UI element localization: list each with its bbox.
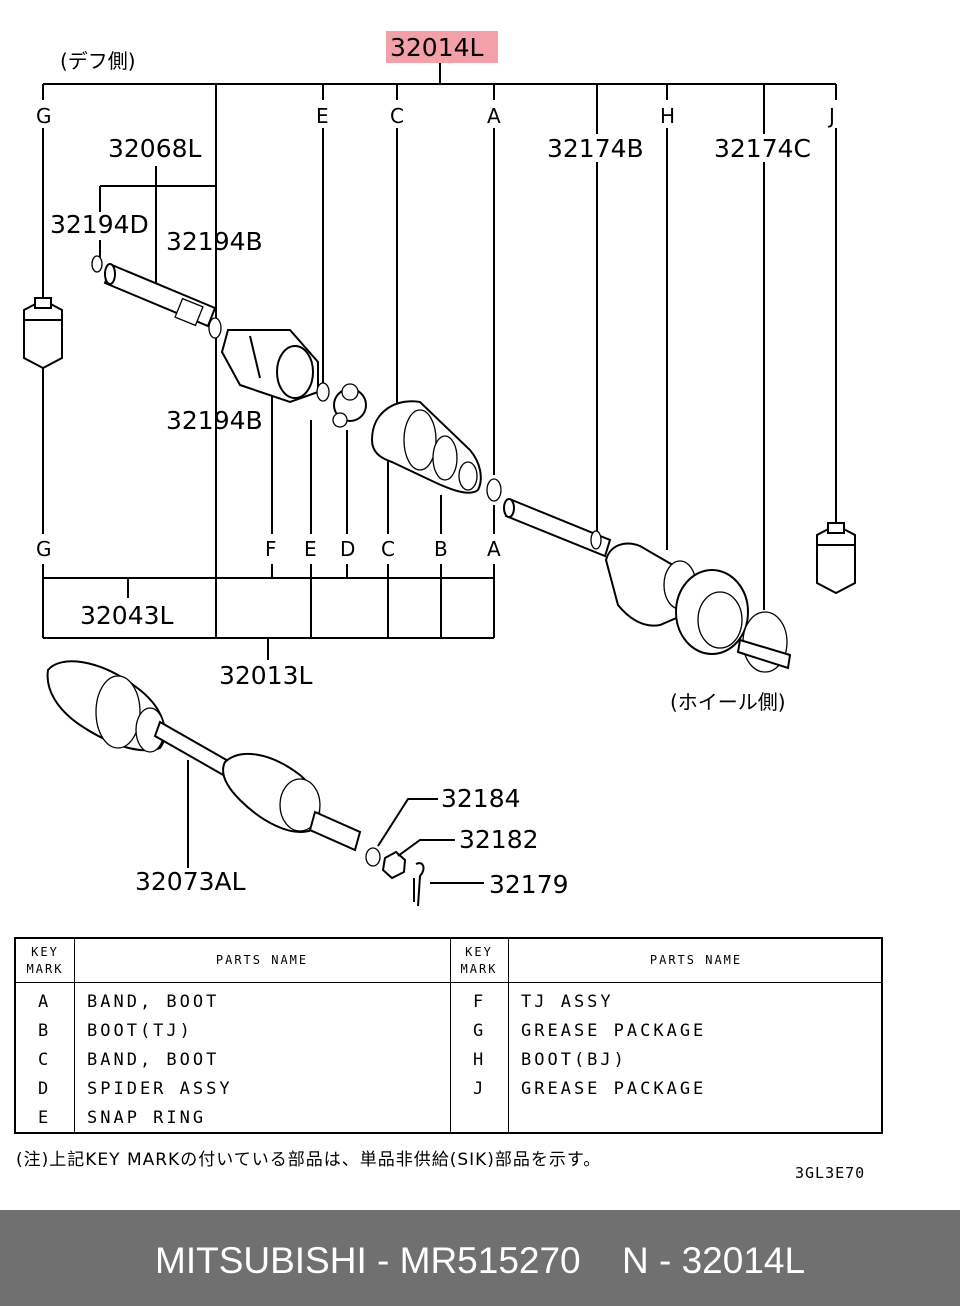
left-key-a: A — [38, 992, 52, 1012]
bottom-letter-a: A — [487, 537, 501, 561]
part-32194B-top[interactable]: 32194B — [166, 227, 263, 256]
part-32184[interactable]: 32184 — [441, 784, 521, 813]
diff-side-label: (デフ側) — [60, 49, 136, 73]
leader-lines — [42, 128, 837, 610]
part-32043L[interactable]: 32043L — [80, 601, 174, 630]
snap-ring — [316, 382, 330, 402]
left-name-e: SNAP RING — [87, 1108, 207, 1128]
main-part-highlight — [386, 31, 498, 63]
right-name-g: GREASE PACKAGE — [521, 1021, 707, 1041]
bottom-letter-d: D — [340, 537, 355, 561]
nut-32182 — [381, 850, 407, 880]
header-parts-name-left: PARTS NAME — [215, 953, 309, 967]
bottom-letter-f: F — [265, 537, 277, 561]
bottom-letter-c: C — [381, 537, 395, 561]
left-key-b: B — [38, 1021, 52, 1041]
right-key-f: F — [473, 992, 487, 1012]
spider-assy — [332, 383, 367, 428]
bottom-letter-b: B — [434, 537, 448, 561]
part-32194D[interactable]: 32194D — [50, 210, 149, 239]
part-32182[interactable]: 32182 — [459, 825, 539, 854]
washer-32184 — [365, 847, 381, 867]
right-name-h: BOOT(BJ) — [521, 1050, 627, 1070]
key-mark-note: (注)上記KEY MARKの付いている部品は、単品非供給(SIK)部品を示す。 — [16, 1150, 602, 1170]
main-part-number[interactable]: 32014L — [390, 33, 484, 62]
top-letter-a: A — [487, 104, 501, 128]
left-name-b: BOOT(TJ) — [87, 1021, 193, 1041]
wheel-side-label: (ホイール側) — [670, 690, 786, 714]
header-parts-name-right: PARTS NAME — [649, 953, 743, 967]
left-key-c: C — [38, 1050, 52, 1070]
grease-package-j — [816, 522, 856, 595]
drawing-code: 3GL3E70 — [795, 1164, 866, 1182]
footer-bar: MITSUBISHI - MR515270 N - 32014L — [0, 1210, 960, 1306]
top-bracket — [42, 63, 837, 638]
left-key-e: E — [38, 1108, 52, 1128]
bj-housing — [675, 569, 792, 673]
part-32068L[interactable]: 32068L — [108, 134, 202, 163]
outer-shaft — [503, 498, 612, 558]
top-letter-e: E — [316, 104, 329, 128]
bottom-letter-e: E — [304, 537, 317, 561]
footer-ref: N - 32014L — [622, 1240, 806, 1281]
inner-shaft — [91, 255, 222, 339]
lower-leaders — [187, 760, 484, 884]
right-key-j: J — [473, 1079, 487, 1099]
top-letter-j: J — [827, 104, 835, 128]
top-letter-c: C — [390, 104, 404, 128]
bracket-32068L — [99, 166, 216, 290]
left-name-c: BAND, BOOT — [87, 1050, 220, 1070]
bottom-letter-g: G — [36, 537, 52, 561]
left-name-d: SPIDER ASSY — [87, 1079, 233, 1099]
part-32179[interactable]: 32179 — [489, 870, 569, 899]
footer-brand-part: MITSUBISHI - MR515270 — [155, 1240, 581, 1281]
driveshaft-assembly — [46, 660, 362, 852]
top-letter-h: H — [660, 104, 675, 128]
part-32174B[interactable]: 32174B — [547, 134, 644, 163]
left-key-d: D — [38, 1079, 52, 1099]
tj-housing — [220, 329, 319, 404]
top-letter-g: G — [36, 104, 52, 128]
tj-boot — [370, 400, 502, 502]
grease-package-g — [23, 297, 63, 370]
bottom-brackets — [42, 564, 495, 660]
left-name-a: BAND, BOOT — [87, 992, 220, 1012]
part-32194B-mid[interactable]: 32194B — [166, 406, 263, 435]
part-32013L[interactable]: 32013L — [219, 661, 313, 690]
right-key-g: G — [473, 1021, 487, 1041]
right-name-f: TJ ASSY — [521, 992, 614, 1012]
part-32174C[interactable]: 32174C — [714, 134, 811, 163]
right-name-j: GREASE PACKAGE — [521, 1079, 707, 1099]
cotter-pin-32179 — [413, 862, 425, 907]
part-32073AL[interactable]: 32073AL — [135, 867, 246, 896]
right-key-h: H — [473, 1050, 487, 1070]
exploded-parts-diagram: 32014L (デフ側) G E C A H J 32068L 32194D 3… — [23, 31, 856, 907]
